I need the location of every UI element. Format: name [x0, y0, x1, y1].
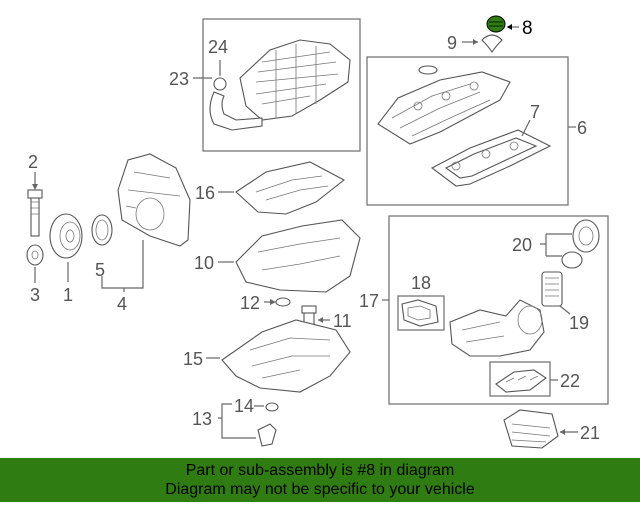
valve-cover-part — [377, 65, 511, 145]
oil-level-sensor-part-13 — [257, 423, 277, 447]
callout-24[interactable]: 24 — [208, 37, 228, 57]
banner-line-2: Diagram may not be specific to your vehi… — [165, 481, 475, 498]
callout-17[interactable]: 17 — [359, 291, 379, 311]
callout-15[interactable]: 15 — [183, 349, 203, 369]
callout-23[interactable]: 23 — [169, 69, 189, 89]
oil-filter-housing-part — [449, 299, 545, 357]
callout-12[interactable]: 12 — [240, 293, 260, 313]
oil-baffle-part-16 — [235, 161, 346, 215]
pulley-part-1 — [49, 213, 83, 259]
callout-10[interactable]: 10 — [194, 253, 214, 273]
seal-part-9 — [481, 34, 503, 53]
seal-part-14 — [265, 402, 279, 412]
washer-part-12 — [275, 297, 291, 307]
callout-11[interactable]: 11 — [333, 311, 352, 331]
oil-filter-part-19 — [541, 271, 563, 307]
intake-manifold-part — [209, 39, 351, 131]
callout-21[interactable]: 21 — [580, 423, 600, 443]
callout-7[interactable]: 7 — [530, 102, 540, 122]
oil-filler-cap-part[interactable] — [486, 15, 506, 33]
oil-cooler-part-21 — [503, 409, 559, 449]
callout-4[interactable]: 4 — [117, 294, 127, 314]
gasket-part-22 — [489, 361, 551, 397]
gasket-part-18 — [397, 295, 445, 331]
seal-part-5 — [91, 214, 113, 246]
oil-pan-upper-part-10 — [235, 219, 361, 293]
callout-1[interactable]: 1 — [63, 285, 73, 305]
bolt-part-2 — [27, 189, 43, 237]
info-banner: Part or sub-assembly is #8 in diagram Di… — [0, 458, 640, 502]
seal-ring-part-24 — [213, 77, 227, 91]
banner-line-1: Part or sub-assembly is #8 in diagram — [185, 462, 455, 479]
callout-9[interactable]: 9 — [447, 33, 457, 53]
valve-cover-gasket-part — [430, 129, 552, 187]
callout-2[interactable]: 2 — [28, 152, 38, 172]
callout-14[interactable]: 14 — [234, 396, 254, 416]
washer-part-3 — [26, 244, 44, 266]
box-oil-filter-housing — [388, 215, 609, 405]
filter-cap-part-20 — [561, 219, 600, 269]
callout-16[interactable]: 16 — [195, 183, 215, 203]
callout-6[interactable]: 6 — [577, 118, 587, 138]
callout-5[interactable]: 5 — [95, 260, 105, 280]
callout-20[interactable]: 20 — [512, 235, 532, 255]
timing-cover-part — [117, 153, 191, 247]
box-intake-manifold — [202, 18, 361, 152]
callout-22[interactable]: 22 — [560, 371, 580, 391]
oil-pan-lower-part-15 — [221, 319, 351, 393]
box-valve-cover — [366, 56, 569, 206]
callout-19[interactable]: 19 — [569, 313, 589, 333]
callout-13[interactable]: 13 — [192, 409, 212, 429]
parts-diagram: 8 9 24 23 7 6 — [26, 15, 609, 449]
callout-3[interactable]: 3 — [30, 285, 40, 305]
callout-18[interactable]: 18 — [411, 273, 431, 293]
callout-8[interactable]: 8 — [522, 18, 533, 39]
